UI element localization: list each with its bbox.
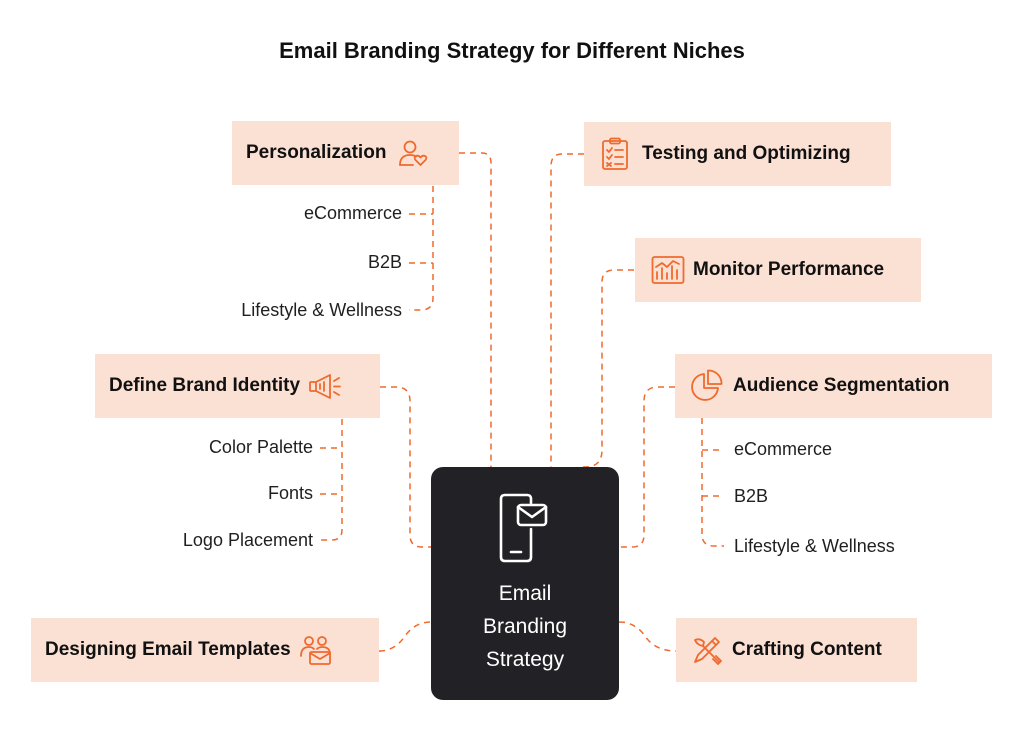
megaphone-icon (309, 374, 341, 399)
brand-sub-logo-placement: Logo Placement (182, 530, 313, 550)
node-testing: Testing and Optimizing (584, 122, 891, 186)
user-heart-icon (399, 140, 428, 166)
center-line-3: Strategy (485, 648, 565, 671)
node-personalization: Personalization (232, 121, 459, 185)
node-personalization-label: Personalization (246, 142, 387, 163)
brand-sub-fonts: Fonts (267, 483, 313, 503)
personalization-sub-lifestyle: Lifestyle & Wellness (241, 300, 402, 320)
pie-chart-icon (691, 369, 723, 401)
node-email-templates: Designing Email Templates (31, 618, 379, 682)
node-monitor-label: Monitor Performance (693, 259, 885, 280)
node-content-label: Crafting Content (732, 639, 882, 660)
node-testing-label: Testing and Optimizing (642, 143, 851, 164)
segmentation-sub-b2b: B2B (734, 486, 769, 506)
node-segmentation: Audience Segmentation (675, 354, 992, 418)
brand-sub-color-palette: Color Palette (208, 437, 313, 457)
center-node: Email Branding Strategy (431, 467, 619, 700)
center-line-1: Email (498, 582, 552, 605)
node-brand-identity-label: Define Brand Identity (109, 375, 301, 396)
pencil-brush-icon (694, 637, 722, 665)
segmentation-sub-ecommerce: eCommerce (734, 439, 833, 459)
center-line-2: Branding (482, 615, 568, 638)
node-content: Crafting Content (676, 618, 917, 682)
bar-chart-icon (651, 256, 685, 284)
node-email-templates-label: Designing Email Templates (45, 639, 291, 660)
segmentation-sub-lifestyle: Lifestyle & Wellness (734, 536, 895, 556)
clipboard-checklist-icon (602, 137, 628, 170)
personalization-sub-b2b: B2B (367, 252, 402, 272)
diagram-title: Email Branding Strategy for Different Ni… (279, 38, 745, 63)
node-brand-identity: Define Brand Identity (95, 354, 380, 418)
node-segmentation-label: Audience Segmentation (733, 375, 950, 396)
node-monitor: Monitor Performance (635, 238, 921, 302)
phone-mail-icon (499, 493, 548, 563)
team-mail-icon (299, 636, 331, 665)
personalization-sub-ecommerce: eCommerce (303, 203, 402, 223)
